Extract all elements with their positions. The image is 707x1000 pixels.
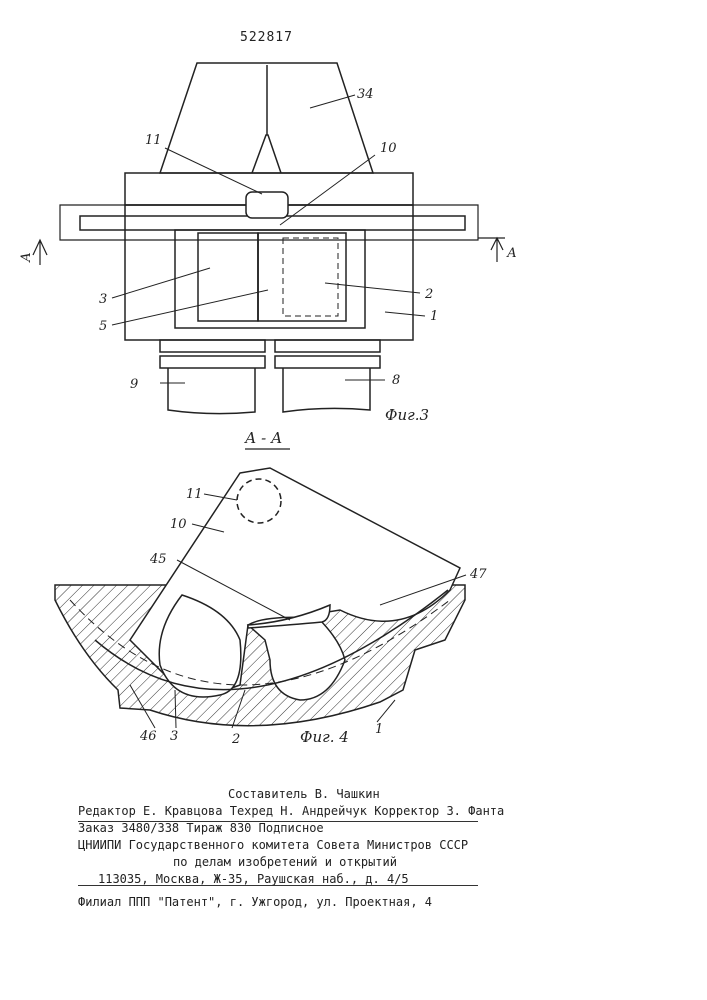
fig4-label-10: 10 <box>170 517 187 532</box>
fig3-label-5: 5 <box>99 319 107 334</box>
fig3-section-marker-left: А <box>19 252 34 263</box>
fig3-label-3: 3 <box>99 292 107 307</box>
fig4-label-45: 45 <box>149 552 167 567</box>
pin-11 <box>246 192 288 218</box>
fig4-label-46: 46 <box>139 729 157 744</box>
fig3-label-9: 9 <box>130 377 138 392</box>
fig4-label-2: 2 <box>231 732 240 747</box>
section-arrow-right <box>478 238 505 262</box>
imprint-institute: ЦНИИПИ Государственного комитета Совета … <box>78 837 488 854</box>
imprint-compiler: Составитель В. Чашкин <box>78 786 488 803</box>
fig4-section-title: А - А <box>244 429 282 447</box>
fig4-label-11: 11 <box>186 487 203 502</box>
fig4-label-1: 1 <box>375 722 383 737</box>
coupling-9-lower <box>160 356 265 368</box>
cavity-3 <box>198 233 258 321</box>
imprint-branch: Филиал ППП "Патент", г. Ужгород, ул. Про… <box>78 894 488 911</box>
fig3-label-8: 8 <box>392 373 400 388</box>
imprint: Составитель В. Чашкин Редактор Е. Кравцо… <box>78 786 488 911</box>
fig3-label-2: 2 <box>424 287 433 302</box>
coupling-8-upper <box>275 340 380 352</box>
figure-4 <box>55 468 466 728</box>
fig3-section-marker-right: А <box>506 246 517 261</box>
imprint-order-line: Заказ 3480/338 Тираж 830 Подписное <box>78 820 488 837</box>
imprint-editors: Редактор Е. Кравцова Техред Н. Андрейчук… <box>78 803 488 820</box>
body-1 <box>125 205 413 340</box>
shaft-9 <box>168 368 255 414</box>
cavity-2-dashed <box>283 238 338 316</box>
coupling-9-upper <box>160 340 265 352</box>
shaft-8 <box>283 368 370 412</box>
fig3-label-11: 11 <box>145 133 162 148</box>
cavity-2 <box>258 233 346 321</box>
cavity-outer <box>175 230 365 328</box>
fig3-label-1: 1 <box>430 309 438 324</box>
fig3-label-34: 34 <box>357 87 374 102</box>
fig4-label-3: 3 <box>170 729 178 744</box>
imprint-address: 113035, Москва, Ж-35, Раушская наб., д. … <box>78 871 488 888</box>
figure-3 <box>33 63 505 414</box>
pin-11-section <box>237 479 281 523</box>
fig3-label-10: 10 <box>380 141 397 156</box>
fig4-caption: Фиг. 4 <box>300 728 349 746</box>
fig3-caption: Фиг.3 <box>385 406 429 424</box>
section-arrow-left <box>33 240 47 265</box>
coupling-8-lower <box>275 356 380 368</box>
fig4-label-47: 47 <box>469 567 487 582</box>
imprint-affairs: по делам изобретений и открытий <box>78 854 488 871</box>
